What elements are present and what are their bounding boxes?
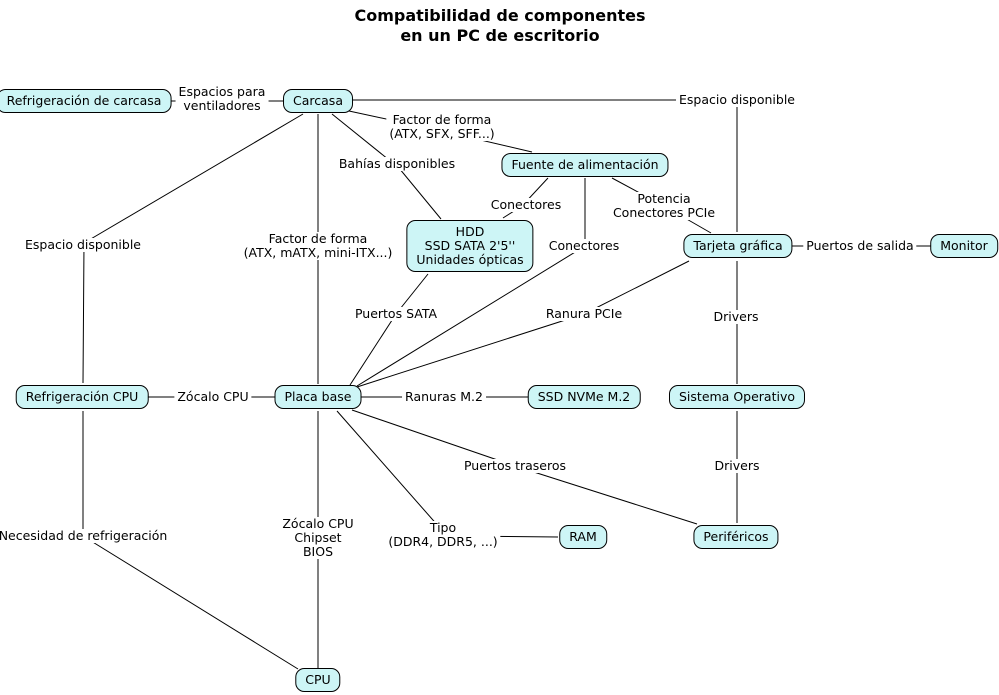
edge-label-drivers-so: Drivers [710, 310, 762, 324]
edge-tarjeta-grafica-placa-base [356, 260, 690, 388]
edge-label-zocalo-cpu: Zócalo CPU [174, 390, 252, 404]
edge-label-conectores-hdd: Conectores [487, 198, 565, 212]
edge-label-factor-forma-fuente: Factor de forma (ATX, SFX, SFF...) [386, 113, 498, 141]
edge-label-conectores-placa: Conectores [545, 239, 623, 253]
node-refrigeracion-cpu: Refrigeración CPU [15, 385, 149, 409]
edge-label-ranura-pcie: Ranura PCIe [542, 307, 626, 321]
node-almacenamiento: HDD SSD SATA 2'5'' Unidades ópticas [406, 220, 534, 272]
page-title: Compatibilidad de componentes en un PC d… [354, 6, 646, 45]
edge-label-factor-forma-placa: Factor de forma (ATX, mATX, mini-ITX...) [240, 232, 396, 260]
node-sistema-operativo: Sistema Operativo [668, 385, 806, 409]
node-monitor: Monitor [930, 234, 998, 258]
edge-label-tipo-ram: Tipo (DDR4, DDR5, ...) [385, 521, 501, 549]
edge-label-potencia-pcie: Potencia Conectores PCIe [609, 192, 719, 220]
node-tarjeta-grafica: Tarjeta gráfica [683, 234, 793, 258]
node-fuente-alimentacion: Fuente de alimentación [501, 153, 669, 177]
node-ram: RAM [559, 525, 607, 549]
node-carcasa: Carcasa [283, 89, 353, 113]
edge-placa-base-ram [336, 410, 559, 538]
node-placa-base: Placa base [274, 385, 362, 409]
node-ssd-nvme: SSD NVMe M.2 [527, 385, 641, 409]
edge-label-espacio-disponible-cpu: Espacio disponible [22, 238, 144, 252]
edge-label-drivers-perifericos: Drivers [711, 459, 763, 473]
edge-label-espacio-disponible-grafica: Espacio disponible [676, 93, 798, 107]
edge-label-espacios-ventiladores: Espacios para ventiladores [175, 85, 269, 113]
node-cpu: CPU [295, 668, 341, 692]
edge-label-zocalo-chipset-bios: Zócalo CPU Chipset BIOS [279, 517, 357, 559]
edge-label-necesidad-refrigeracion: Necesidad de refrigeración [0, 529, 171, 543]
edge-label-puertos-salida: Puertos de salida [803, 239, 917, 253]
node-refrigeracion-carcasa: Refrigeración de carcasa [0, 89, 172, 113]
edge-label-ranuras-m2: Ranuras M.2 [402, 390, 486, 404]
edge-label-puertos-traseros: Puertos traseros [460, 459, 570, 473]
edge-label-bahias-disponibles: Bahías disponibles [335, 157, 459, 171]
edge-label-puertos-sata: Puertos SATA [351, 307, 441, 321]
node-perifericos: Periféricos [693, 525, 779, 549]
